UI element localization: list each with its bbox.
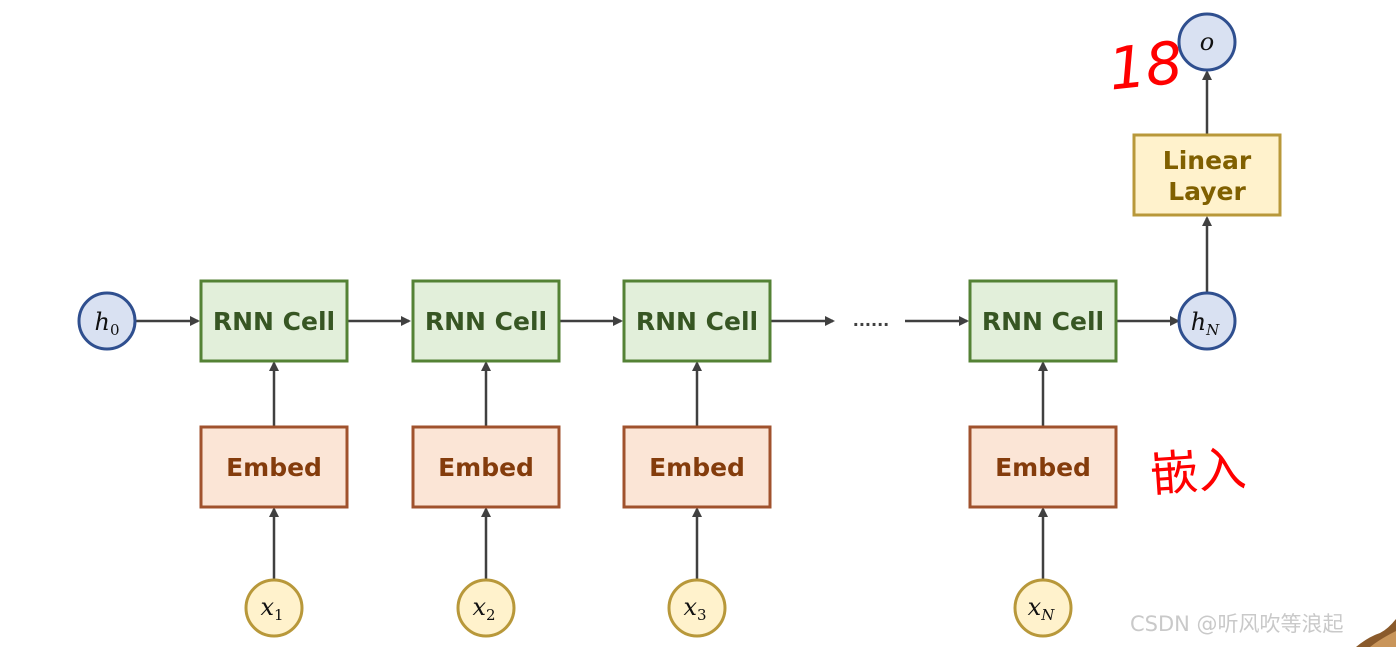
initial-state-subscript: 0	[110, 321, 120, 339]
svg-text:x1: x1	[260, 593, 283, 624]
embed-box-3: Embed	[622, 425, 772, 509]
linear-layer-label-line2: Layer	[1168, 177, 1246, 206]
embed-box-n: Embed	[968, 425, 1118, 509]
final-state-subscript: N	[1205, 321, 1220, 339]
embed-box-2: Embed	[411, 425, 561, 509]
linear-layer-label-line1: Linear	[1163, 146, 1252, 175]
embed-label: Embed	[649, 453, 745, 482]
output-node: o	[1177, 12, 1237, 72]
svg-text:h0: h0	[94, 308, 119, 339]
arrows	[136, 70, 1212, 580]
corner-decoration	[1356, 619, 1396, 647]
input-symbol: x	[260, 593, 274, 621]
input-symbol: x	[1028, 593, 1042, 621]
final-state-node: hN	[1177, 291, 1237, 351]
rnn-cell-2: RNN Cell	[411, 279, 561, 363]
input-subscript: 2	[486, 606, 496, 624]
rnn-cell-3: RNN Cell	[622, 279, 772, 363]
svg-text:xN: xN	[1028, 593, 1056, 624]
initial-state-symbol: h	[94, 308, 109, 336]
rnn-cell-label: RNN Cell	[982, 307, 1104, 336]
input-node-3: x3	[667, 578, 727, 638]
embed-label: Embed	[438, 453, 534, 482]
rnn-cell-label: RNN Cell	[213, 307, 335, 336]
rnn-cell-n: RNN Cell	[968, 279, 1118, 363]
rnn-cell-label: RNN Cell	[425, 307, 547, 336]
handwritten-embed-annotation: 嵌入	[1148, 441, 1248, 504]
input-subscript: 1	[274, 606, 284, 624]
input-node-2: x2	[456, 578, 516, 638]
embed-label: Embed	[995, 453, 1091, 482]
rnn-cell-1: RNN Cell	[199, 279, 349, 363]
final-state-symbol: h	[1191, 308, 1206, 336]
linear-layer-box: Linear Layer	[1132, 133, 1282, 217]
embed-label: Embed	[226, 453, 322, 482]
input-node-n: xN	[1013, 578, 1073, 638]
embed-box-1: Embed	[199, 425, 349, 509]
svg-text:x2: x2	[472, 593, 495, 624]
output-symbol: o	[1200, 28, 1214, 56]
ellipsis: ......	[853, 311, 889, 330]
initial-state-node: h0	[77, 291, 137, 351]
svg-text:x3: x3	[683, 593, 706, 624]
input-symbol: x	[683, 593, 697, 621]
input-symbol: x	[472, 593, 486, 621]
input-subscript: 3	[697, 606, 707, 624]
svg-text:hN: hN	[1191, 308, 1220, 339]
watermark: CSDN @听风吹等浪起	[1130, 612, 1344, 636]
rnn-cell-label: RNN Cell	[636, 307, 758, 336]
input-node-1: x1	[244, 578, 304, 638]
input-subscript: N	[1040, 606, 1055, 624]
handwritten-number-annotation: 18	[1105, 28, 1186, 103]
